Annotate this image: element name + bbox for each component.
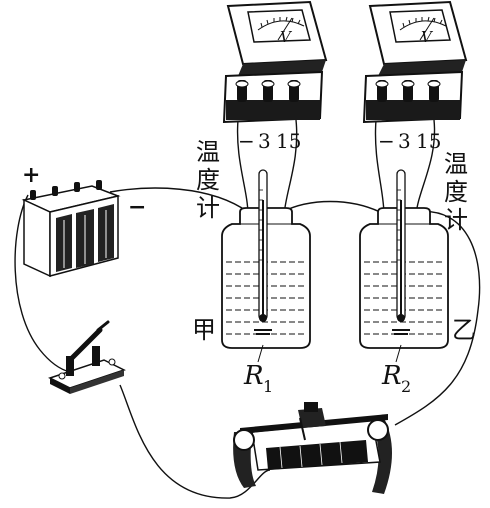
wire-jar1-jar2 [281,200,381,213]
thermometer-left-char-1: 温 [196,138,220,166]
thermometer-right-char-1: 温 [444,150,468,178]
voltmeter-1-symbol: V [280,28,293,46]
thermometer-left-char-2: 度 [196,166,220,194]
resistor-2-label: R [381,361,402,391]
voltmeter-1-15: 15 [276,129,301,153]
jar-1-label: 甲 [192,316,216,344]
wire-switch-rheostat [119,384,271,499]
voltmeter-2-neg: − [378,129,395,153]
wires [14,119,481,499]
battery-plus: + [22,162,40,188]
voltmeter-1-neg: − [238,129,255,153]
voltmeter-2: V − 3 15 [362,0,468,153]
voltmeter-2-15: 15 [416,129,441,153]
thermometer-right-char-2: 度 [444,178,468,206]
knife-switch [48,320,126,394]
jar-2-label: 乙 [452,316,476,344]
voltmeter-2-3: 3 [398,129,411,153]
rheostat [233,402,392,494]
labels: 温 度 计 温 度 计 甲 乙 R 1 R 2 [192,138,476,396]
voltmeter-1: V − 3 15 [222,0,328,153]
resistor-1-subscript: 1 [263,377,273,396]
battery-minus: − [128,194,146,220]
battery: + − [21,162,146,278]
resistor-1-label: R [243,361,264,391]
wire-meter2-right [415,119,436,216]
thermometer-right-char-3: 计 [444,206,468,234]
wire-battery-switch [14,194,71,373]
wire-jar2-rheostat [394,210,481,426]
wire-battery-jar1 [109,187,249,213]
voltmeter-1-3: 3 [258,129,271,153]
thermometer-left-char-3: 计 [196,194,220,222]
resistor-2-subscript: 2 [401,377,411,396]
voltmeter-2-symbol: V [421,28,434,46]
jar-1 [221,169,311,363]
jar-2 [359,169,449,363]
